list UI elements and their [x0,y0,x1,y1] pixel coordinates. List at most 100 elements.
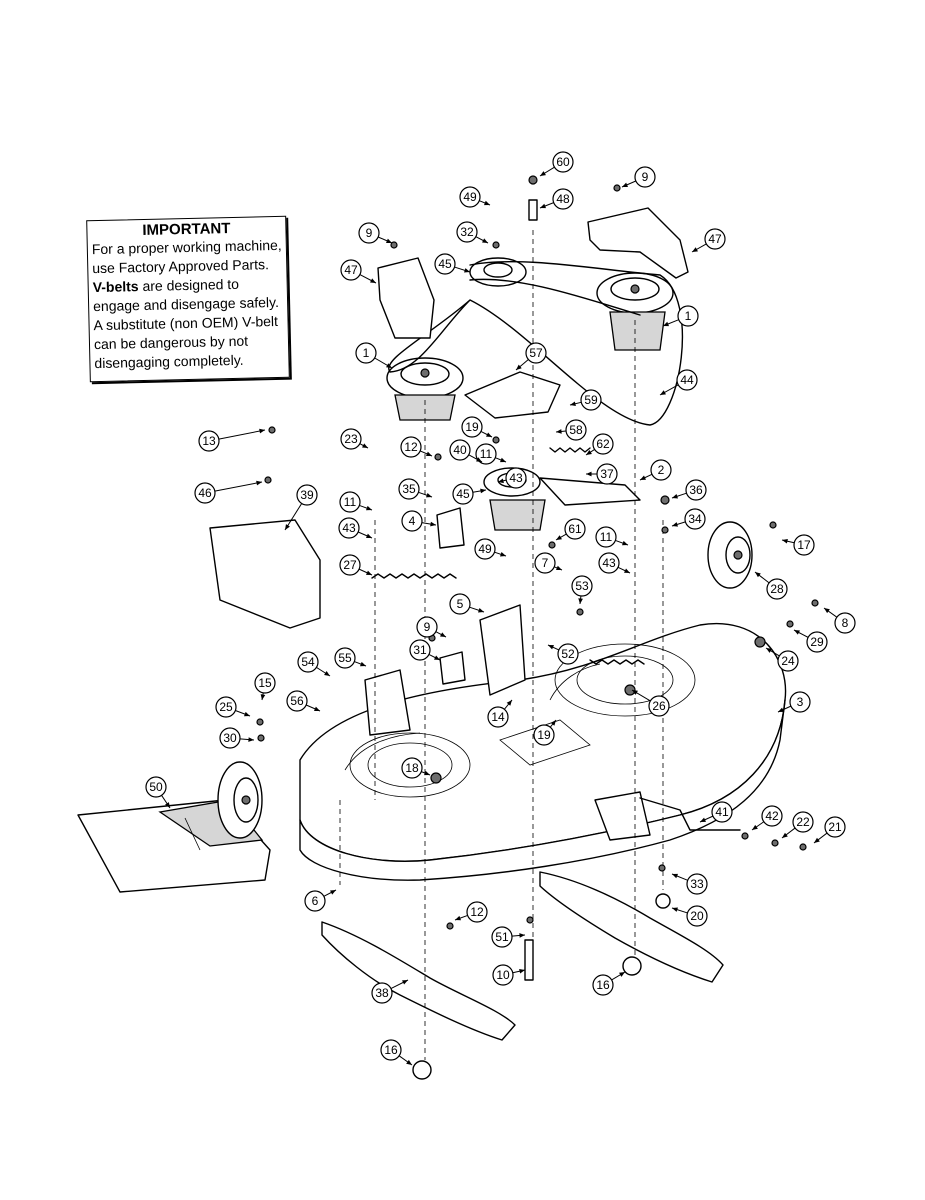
callout-circle [834,612,856,634]
callout-c39: 39 [284,484,318,531]
callout-c60: 60 [539,151,574,177]
callout-arrowhead [430,521,436,527]
callout-number: 33 [690,877,704,891]
callout-number: 53 [575,579,589,593]
callout-c37: 37 [586,463,618,485]
callout-arrowhead [386,238,392,243]
callout-circle [650,459,672,481]
callout-c58: 58 [555,419,587,441]
callout-number: 43 [509,471,523,485]
callout-arrowhead [478,608,484,613]
callout-circle [766,578,788,600]
callout-circle [380,1039,402,1061]
callout-circle [401,510,423,532]
callout-number: 11 [480,447,493,461]
callout-arrowhead [622,540,628,546]
callout-arrowhead [700,817,706,822]
callout-number: 4 [409,514,416,528]
callout-arrowhead [556,565,562,571]
callout-c6: 6 [304,889,337,912]
callout-number: 27 [343,558,357,572]
callout-circle [684,508,706,530]
callout-c51: 51 [491,926,526,948]
callout-c38: 38 [371,979,409,1004]
callout-circle [487,706,509,728]
callout-arrowhead [624,568,630,573]
callout-number: 43 [342,521,356,535]
callout-arrowhead [482,238,488,243]
callout-circle [571,575,593,597]
mower-blade-left [321,921,516,1041]
callout-circle [761,805,783,827]
callout-c27: 27 [339,554,373,576]
mower-blade-right [539,871,724,983]
callout-arrowhead [370,278,376,283]
callout-c55: 55 [334,647,367,669]
callout-arrowhead [455,915,461,921]
callout-arrowhead [486,432,492,437]
callout-c46: 46 [194,480,263,504]
callout-number: 18 [405,761,419,775]
callout-c34: 34 [671,508,706,530]
callout-circle [592,433,614,455]
callout-number: 20 [690,909,704,923]
callout-arrowhead [556,429,562,434]
callout-c40: 40 [449,439,483,463]
callout-c4: 4 [401,510,437,532]
callout-c32: 32 [456,221,489,244]
callout-c43a: 43 [497,467,527,489]
bracket-31 [439,651,466,685]
callout-number: 56 [290,694,304,708]
callout-number: 1 [685,309,692,323]
callout-circle [339,491,361,513]
callout-c26: 26 [631,689,670,717]
callout-c44: 44 [659,369,698,396]
callout-circle [409,639,431,661]
callout-circle [711,801,733,823]
callout-number: 21 [828,820,842,834]
callout-number: 11 [344,495,357,509]
callout-circle [296,484,318,506]
callout-c59: 59 [569,389,602,411]
callout-arrowhead [672,907,678,912]
callout-circle [824,816,846,838]
callout-arrowhead [360,661,366,667]
callout-circle [552,188,574,210]
callout-arrowhead [814,837,820,843]
callout-arrowhead [586,471,592,477]
callout-c12b: 12 [454,901,488,923]
pulley-right [596,272,674,351]
callout-arrowhead [570,401,576,406]
spring-27 [371,573,457,579]
callout-number: 43 [602,556,616,570]
callout-number: 46 [198,486,212,500]
callout-c2: 2 [639,459,672,481]
callout-number: 39 [300,488,314,502]
callout-c62: 62 [585,433,614,456]
callout-arrowhead [406,1059,412,1065]
callout-arrowhead [578,598,583,604]
callout-circle [557,643,579,665]
callout-c53: 53 [571,575,593,605]
callout-c21: 21 [813,816,846,844]
callout-number: 47 [708,232,722,246]
callout-number: 15 [258,676,272,690]
callout-circle [777,650,799,672]
callout-arrowhead [426,492,432,498]
callout-number: 12 [404,440,418,454]
callout-number: 60 [556,155,570,169]
belt-guard-left [377,257,435,339]
callout-number: 22 [796,815,810,829]
callout-number: 34 [688,512,702,526]
callout-arrowhead [330,890,336,895]
callout-number: 10 [496,968,510,982]
callout-number: 1 [363,346,370,360]
callout-arrowhead [402,980,408,985]
callout-arrowhead [362,443,368,448]
callout-c1b: 1 [355,342,393,369]
callout-c8: 8 [823,607,856,634]
callout-arrowhead [556,535,562,540]
callout-arrowhead [484,200,490,206]
callout-arrowhead [586,450,592,455]
callout-c9a: 9 [621,166,656,188]
